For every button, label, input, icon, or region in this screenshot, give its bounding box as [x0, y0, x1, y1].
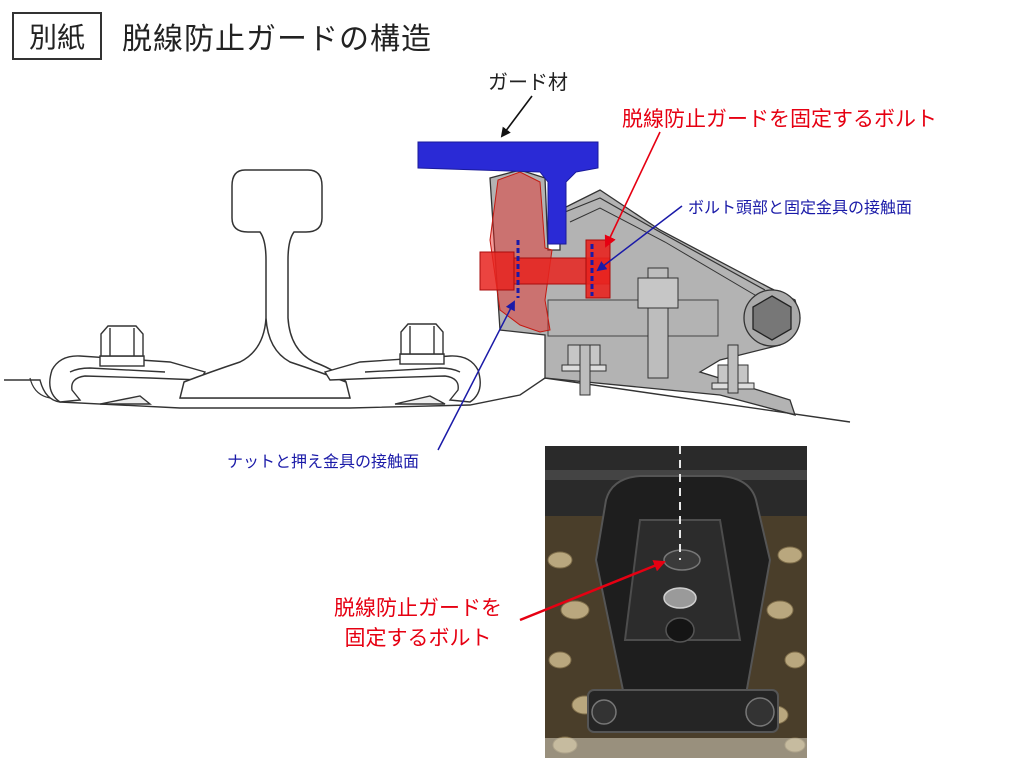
fixing-bolt	[479, 239, 611, 299]
fixing-bolt-arrow	[604, 131, 661, 248]
right-rail-clip	[323, 323, 481, 405]
bolt-head-contact-arrow	[596, 205, 683, 272]
photo-bolt-arrow	[519, 560, 666, 622]
rail-profile	[179, 169, 351, 399]
guard-material-arrow	[500, 95, 533, 138]
guard-material-label: ガード材	[488, 70, 568, 94]
guard-bracket	[489, 169, 801, 416]
bolt-photo	[545, 446, 807, 758]
section-tag: 別紙	[12, 12, 102, 60]
left-rail-clip	[49, 325, 207, 405]
guard-material	[417, 141, 599, 245]
fixing-bolt-label: 脱線防止ガードを固定するボルト	[622, 107, 937, 131]
nut-contact-arrow	[437, 300, 515, 451]
photo-bolt-label: 脱線防止ガードを 固定するボルト	[318, 593, 518, 653]
page-title: 脱線防止ガードの構造	[122, 22, 432, 57]
nut-contact-label: ナットと押え金具の接触面	[227, 452, 420, 471]
section-tag-label: 別紙	[28, 21, 85, 54]
photo-bolt-label-line1: 脱線防止ガードを	[334, 596, 502, 620]
photo-bolt-label-line2: 固定するボルト	[344, 626, 492, 650]
bolt-head-contact-label: ボルト頭部と固定金具の接触面	[688, 198, 913, 217]
